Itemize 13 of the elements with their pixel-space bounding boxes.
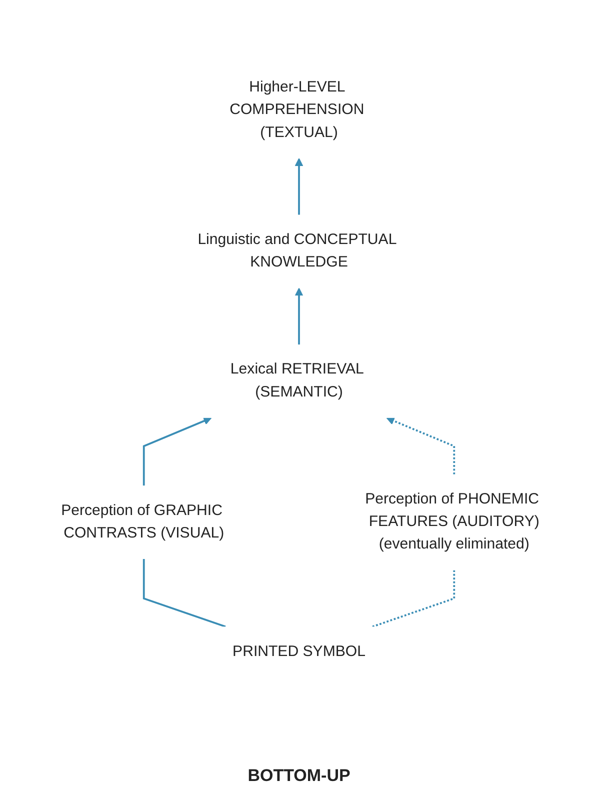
caption: BOTTOM-UP	[248, 766, 350, 785]
arrow	[294, 288, 304, 345]
node-text: PRINTED SYMBOL	[232, 644, 366, 660]
connector	[142, 558, 226, 628]
arrow	[294, 158, 304, 215]
node-text: Linguistic and CONCEPTUAL KNOWLEDGE	[198, 232, 396, 270]
connector	[372, 570, 456, 628]
node-text: Lexical RETRIEVAL (SEMANTIC)	[230, 362, 364, 400]
arrow	[142, 417, 212, 486]
node-text: Higher-LEVEL COMPREHENSION (TEXTUAL)	[230, 79, 364, 141]
arrow	[386, 417, 456, 474]
node-text: Perception of GRAPHIC CONTRASTS (VISUAL)	[61, 502, 224, 542]
node-text: Perception of PHONEMIC FEATURES (AUDITORY) (eventually eliminated)	[365, 491, 540, 552]
